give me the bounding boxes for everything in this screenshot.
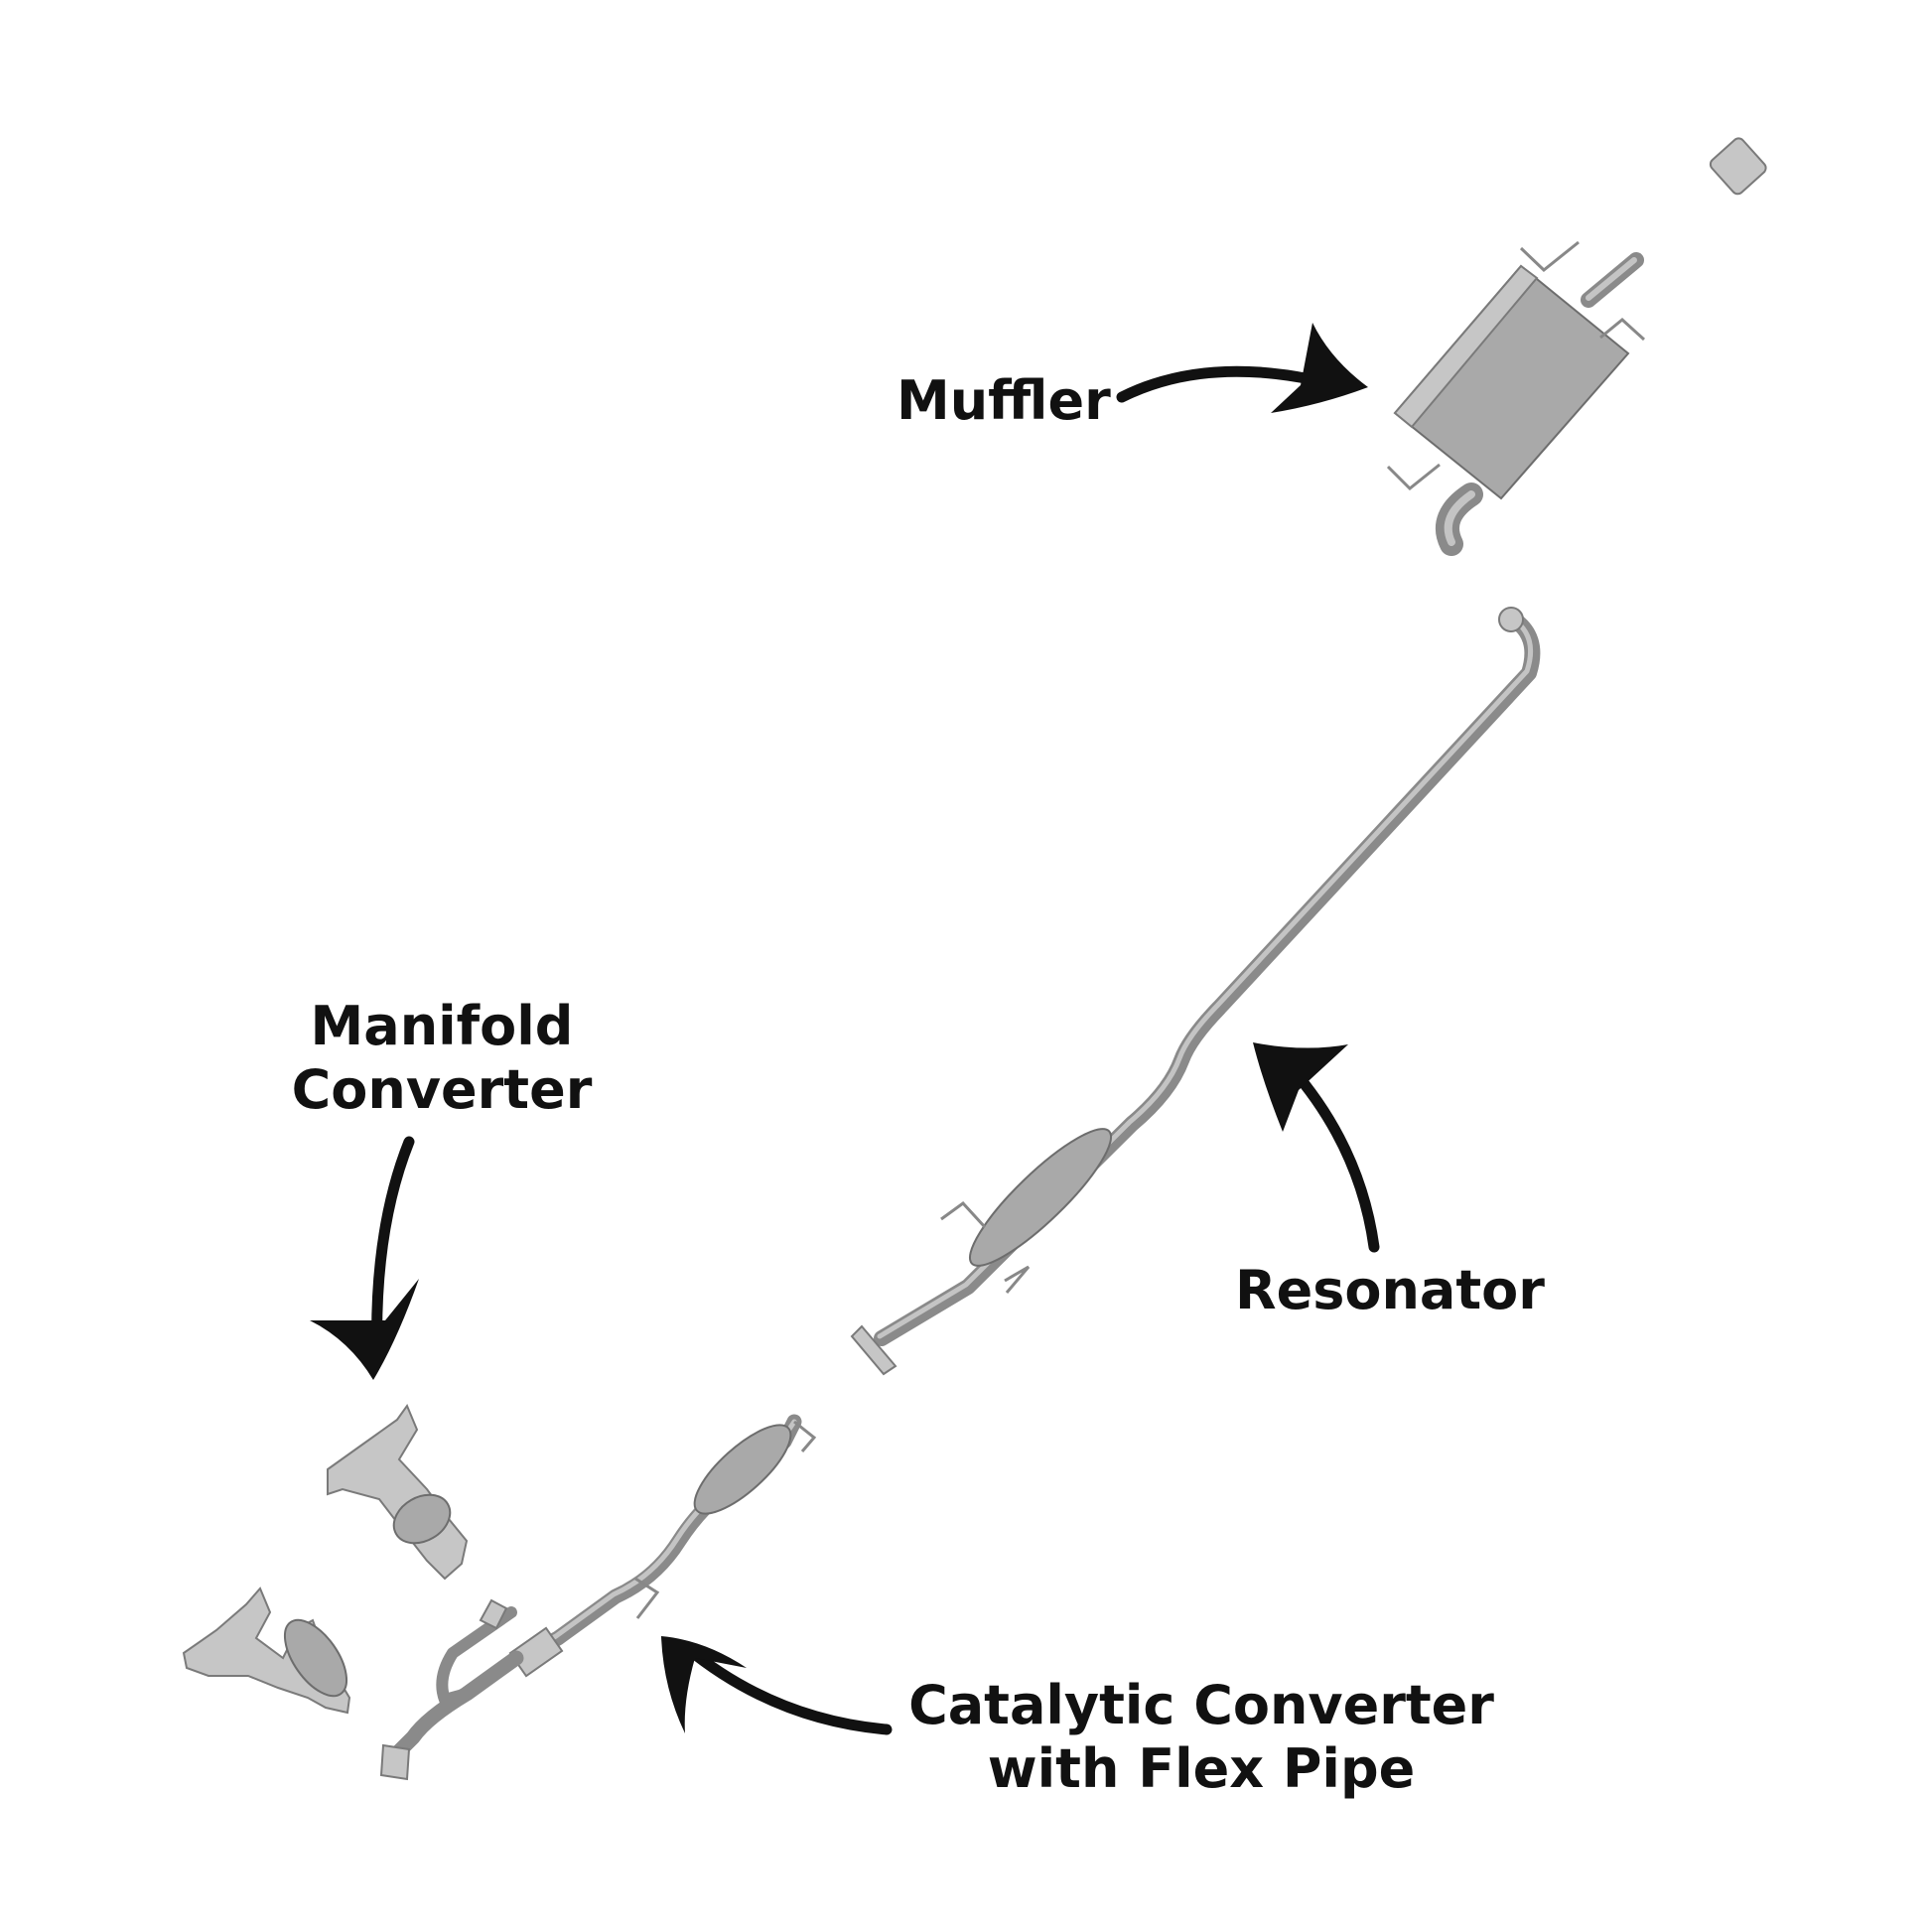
manifold-converter-part xyxy=(182,1403,469,1715)
resonator-part xyxy=(850,607,1541,1376)
resonator-label: Resonator xyxy=(1235,1259,1545,1321)
catalytic-arrow xyxy=(661,1636,893,1735)
catalytic-converter-label: Catalytic Converter with Flex Pipe xyxy=(854,1674,1549,1801)
manifold-label-line1: Manifold xyxy=(310,995,574,1057)
muffler-label: Muffler xyxy=(897,369,1111,432)
catalytic-label-line2: with Flex Pipe xyxy=(987,1737,1416,1800)
manifold-arrow xyxy=(310,1136,419,1380)
manifold-label-line2: Converter xyxy=(291,1058,593,1121)
manifold-converter-label: Manifold Converter xyxy=(248,995,635,1122)
catalytic-converter-part xyxy=(379,1414,817,1781)
resonator-arrow xyxy=(1253,1042,1380,1253)
muffler-part xyxy=(1386,240,1646,556)
tailpipe-tip xyxy=(1709,137,1767,196)
muffler-arrow xyxy=(1116,323,1368,413)
catalytic-label-line1: Catalytic Converter xyxy=(908,1674,1494,1736)
